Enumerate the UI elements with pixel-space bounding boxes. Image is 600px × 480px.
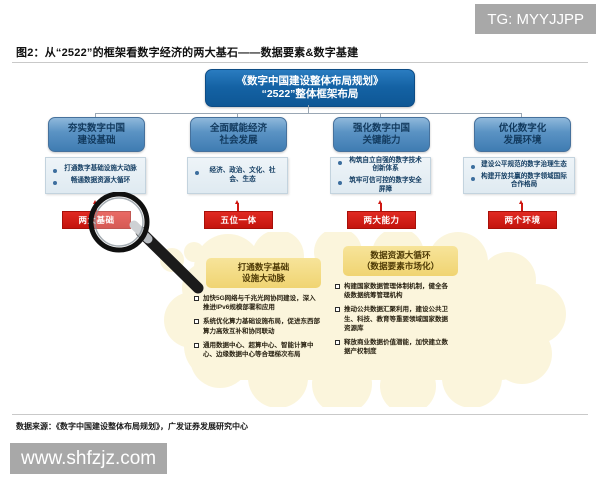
column-head-4: 优化数字化 发展环境 <box>474 117 571 152</box>
column-head-4-line2: 发展环境 <box>503 134 542 146</box>
cloud-right-item-1: 构建国家数据管理体制机制，健全各级数据统筹管理机构 <box>344 283 448 300</box>
column-head-1: 夯实数字中国 建设基础 <box>48 117 145 152</box>
cloud-right-item-3: 释放商业数据价值潜能，加快建立数据产权制度 <box>344 339 448 356</box>
list-item: 建设公平规范的数字治理生态 <box>470 161 569 170</box>
magnifier-icon <box>86 191 216 297</box>
square-bullet-icon <box>194 342 199 348</box>
tag-box-2: 五位一体 <box>204 211 273 229</box>
column-head-1-line1: 夯实数字中国 <box>67 122 125 134</box>
column-1-bullet-2: 畅通数据资源大循环 <box>70 177 131 184</box>
cloud-left-title: 打通数字基础 设施大动脉 <box>206 258 321 288</box>
cloud-left-item-2: 系统优化算力基础设施布局，促进东西部算力高效互补和协同联动 <box>203 318 320 335</box>
list-item: 通用数据中心、超算中心、智能计算中心、边缘数据中心等合理梯次布局 <box>194 341 320 359</box>
watermark-bottom-left: www.shfzjz.com <box>10 443 168 474</box>
connector-stem <box>308 105 309 114</box>
column-4-bullet-2: 构建开放共赢的数字领域国际合作格局 <box>481 172 567 189</box>
list-item: 打通数字基础设施大动脉 <box>52 165 140 174</box>
square-bullet-icon <box>194 319 199 325</box>
cloud-right-title-line2: （数据要素市场化） <box>361 261 440 271</box>
column-body-3: 构筑自立自强的数字技术创新体系 筑牢可信可控的数字安全屏障 <box>330 157 431 194</box>
square-bullet-icon <box>335 340 340 346</box>
list-item: 构建国家数据管理体制机制，健全各级数据统筹管理机构 <box>335 282 453 300</box>
column-1-bullet-1: 打通数字基础设施大动脉 <box>64 165 137 173</box>
cloud-right-item-2: 推动公共数据汇聚利用，建设公共卫生、科技、教育等重要领域国家数据资源库 <box>344 306 448 332</box>
list-item: 经济、政治、文化、社会、生态 <box>194 167 282 184</box>
list-item: 释放商业数据价值潜能，加快建立数据产权制度 <box>335 338 453 356</box>
tag-box-4: 两个环境 <box>488 211 557 229</box>
bullet-dot-icon <box>338 181 342 185</box>
list-item: 推动公共数据汇聚利用，建设公共卫生、科技、教育等重要领域国家数据资源库 <box>335 305 453 333</box>
bullet-dot-icon <box>338 160 342 165</box>
column-head-3-line1: 强化数字中国 <box>352 122 410 134</box>
bullet-dot-icon <box>195 170 199 175</box>
cloud-left-title-line2: 设施大动脉 <box>242 273 285 283</box>
cloud-left-item-1: 加快5G网络与千兆光网协同建设，深入推进IPv6规模部署和应用 <box>203 295 316 312</box>
column-head-2-line2: 社会发展 <box>219 134 258 146</box>
column-head-4-line1: 优化数字化 <box>498 122 547 134</box>
red-arrow-2 <box>235 200 239 211</box>
column-4-bullet-1: 建设公平规范的数字治理生态 <box>481 161 567 169</box>
column-3-bullet-2: 筑牢可信可控的数字安全屏障 <box>349 177 422 193</box>
column-head-2: 全面赋能经济 社会发展 <box>190 117 287 152</box>
list-item: 畅通数据资源大循环 <box>52 177 140 186</box>
bullet-dot-icon <box>471 176 475 181</box>
source-divider <box>12 414 588 415</box>
column-head-3: 强化数字中国 关键能力 <box>333 117 430 152</box>
tag-box-3: 两大能力 <box>347 211 416 229</box>
title-divider <box>12 62 588 63</box>
plan-banner: 《数字中国建设整体布局规划》 “2522”整体框架布局 <box>205 69 415 107</box>
list-item: 构筑自立自强的数字技术创新体系 <box>337 157 425 174</box>
column-body-2: 经济、政治、文化、社会、生态 <box>187 157 288 194</box>
square-bullet-icon <box>335 284 340 289</box>
list-item: 构建开放共赢的数字领域国际合作格局 <box>470 173 569 190</box>
tag-box-1: 两大基础 <box>62 211 131 229</box>
red-arrow-3 <box>378 200 382 211</box>
column-3-bullet-1: 构筑自立自强的数字技术创新体系 <box>349 156 422 173</box>
list-item: 筑牢可信可控的数字安全屏障 <box>337 177 425 194</box>
list-item: 系统优化算力基础设施布局，促进东西部算力高效互补和协同联动 <box>194 317 320 335</box>
bullet-dot-icon <box>53 169 57 174</box>
list-item: 加快5G网络与千兆光网协同建设，深入推进IPv6规模部署和应用 <box>194 294 320 312</box>
cloud-right-title-line1: 数据资源大循环 <box>370 250 431 260</box>
column-2-bullet-1: 经济、政治、文化、社会、生态 <box>209 166 276 183</box>
red-arrow-4 <box>519 200 523 211</box>
column-body-1: 打通数字基础设施大动脉 畅通数据资源大循环 <box>45 157 146 194</box>
column-head-3-line2: 关键能力 <box>362 134 401 146</box>
plan-banner-line2: “2522”整体框架布局 <box>261 88 359 100</box>
plan-banner-line1: 《数字中国建设整体布局规划》 <box>236 75 384 87</box>
source-note: 数据来源：《数字中国建设整体布局规划》，广发证券发展研究中心 <box>16 422 248 431</box>
cloud-right-title: 数据资源大循环 （数据要素市场化） <box>343 246 458 276</box>
cloud-callout: 打通数字基础 设施大动脉 数据资源大循环 （数据要素市场化） 加快5G网络与千兆… <box>150 232 570 407</box>
column-head-1-line2: 建设基础 <box>77 134 116 146</box>
connector-bar <box>95 113 522 114</box>
bullet-dot-icon <box>53 181 57 185</box>
watermark-top-right: TG: MYYJJPP <box>475 4 596 34</box>
bullet-dot-icon <box>471 165 475 170</box>
cloud-left-list: 加快5G网络与千兆光网协同建设，深入推进IPv6规模部署和应用 系统优化算力基础… <box>194 294 320 364</box>
cloud-left-item-3: 通用数据中心、超算中心、智能计算中心、边缘数据中心等合理梯次布局 <box>203 341 314 359</box>
column-body-4: 建设公平规范的数字治理生态 构建开放共赢的数字领域国际合作格局 <box>463 157 575 194</box>
square-bullet-icon <box>335 307 340 313</box>
square-bullet-icon <box>194 296 199 301</box>
figure-title: 图2：从“2522”的框架看数字经济的两大基石——数据要素&数字基建 <box>16 47 359 59</box>
cloud-right-list: 构建国家数据管理体制机制，健全各级数据统筹管理机构 推动公共数据汇聚利用，建设公… <box>335 282 453 361</box>
cloud-left-title-line1: 打通数字基础 <box>237 262 290 272</box>
column-head-2-line1: 全面赋能经济 <box>209 122 267 134</box>
